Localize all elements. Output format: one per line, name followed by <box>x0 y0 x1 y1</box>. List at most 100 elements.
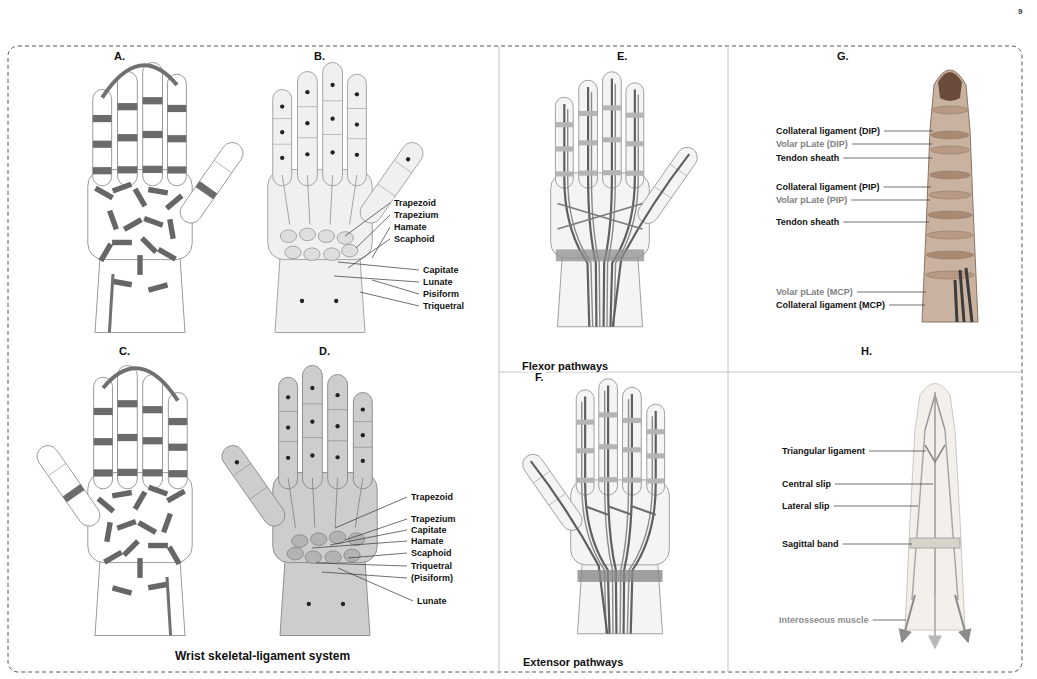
ligament-band <box>143 131 163 138</box>
carpal-bone <box>337 232 353 245</box>
ligament <box>122 539 140 557</box>
part-label: Scaphoid <box>410 549 453 558</box>
leader-line <box>873 620 906 621</box>
figure-frame <box>8 46 1022 672</box>
pulley-band <box>647 453 665 458</box>
joint-line <box>328 440 348 441</box>
finger-nail <box>938 72 962 101</box>
leader-line <box>843 222 929 223</box>
finger-outline <box>905 384 965 631</box>
ligament-band <box>196 181 218 199</box>
panel-letter: D. <box>318 346 331 357</box>
sheath-band <box>929 191 971 199</box>
ligament-band <box>93 141 112 148</box>
ligament <box>133 188 148 208</box>
joint-line <box>347 138 366 139</box>
leader-line <box>330 530 407 545</box>
leader-line <box>834 506 918 507</box>
marker-dot <box>335 393 339 397</box>
ligament-band <box>118 166 138 173</box>
retinaculum <box>556 249 644 261</box>
marker-dot <box>341 602 345 606</box>
part-label: Trapezium <box>393 211 440 220</box>
marker-dot <box>355 122 359 126</box>
joint-line <box>303 403 323 404</box>
sheath-band <box>930 171 971 179</box>
metacarpal <box>288 478 295 528</box>
finger <box>323 62 343 185</box>
metacarpal <box>350 175 357 225</box>
pulley-band <box>576 448 594 453</box>
pulley-band <box>555 146 573 151</box>
part-label: Sagittal band <box>781 540 840 549</box>
part-label: Tendon sheath <box>775 218 840 227</box>
panel-letter: G. <box>836 51 850 62</box>
pulley-band <box>599 477 618 482</box>
pulley-band <box>623 478 642 483</box>
sheath-band <box>931 131 969 139</box>
finger <box>279 377 298 489</box>
sheath-band <box>927 231 973 239</box>
carpal-bone <box>304 248 320 261</box>
tendon <box>531 461 608 634</box>
leader-line <box>372 227 390 258</box>
joint-line <box>394 160 412 172</box>
panel-letter: A. <box>113 51 126 62</box>
panel-letter: F. <box>534 372 545 383</box>
ligament <box>99 242 114 262</box>
ligament-band <box>118 469 138 476</box>
marker-dot <box>330 117 334 121</box>
joint-line <box>214 160 232 172</box>
joint-line <box>273 144 292 145</box>
marker-dot <box>361 433 365 437</box>
pulley-band <box>579 140 598 145</box>
part-label: Triquetral <box>422 302 465 311</box>
metacarpal <box>355 478 363 528</box>
tendon <box>613 154 690 327</box>
part-label: Hamate <box>410 537 445 546</box>
marker-dot <box>361 459 365 463</box>
ligament <box>103 550 123 565</box>
marker-dot <box>361 407 365 411</box>
marker-dot <box>310 386 314 390</box>
ligament <box>140 236 158 254</box>
leader-line <box>372 280 419 294</box>
pulley-band <box>623 447 642 452</box>
panel-divider <box>728 46 729 672</box>
ligament-band <box>94 438 113 445</box>
tendon-strand <box>945 430 958 600</box>
finger <box>94 377 113 489</box>
part-label: Hamate <box>393 223 428 232</box>
part-label: Lunate <box>416 597 448 606</box>
marker-dot <box>335 455 339 459</box>
marker-dot <box>330 150 334 154</box>
leader-line <box>312 541 407 548</box>
ligament <box>116 519 136 531</box>
part-label: Volar pLate (MCP) <box>775 288 854 297</box>
tendon <box>592 92 600 327</box>
metacarpal <box>335 478 338 528</box>
ligament <box>137 520 157 535</box>
part-label: Capitate <box>422 266 460 275</box>
ligament-band <box>168 444 187 451</box>
joint-line <box>378 184 396 196</box>
ligament <box>143 216 163 228</box>
pulley-band <box>603 105 622 110</box>
pulley-band <box>579 171 598 176</box>
pulley-band <box>576 420 594 425</box>
ligament <box>133 491 148 511</box>
tendon <box>955 280 957 322</box>
hand-illustration <box>218 366 377 636</box>
joint-line <box>353 447 372 448</box>
panel-caption: Extensor pathways <box>522 657 624 668</box>
metacarpal <box>330 175 333 225</box>
ligament-band <box>93 115 112 122</box>
force-arrow <box>934 595 936 648</box>
panel-letter: E. <box>616 51 628 62</box>
ligament <box>161 513 173 533</box>
finger <box>168 393 187 489</box>
forearm <box>280 555 370 636</box>
